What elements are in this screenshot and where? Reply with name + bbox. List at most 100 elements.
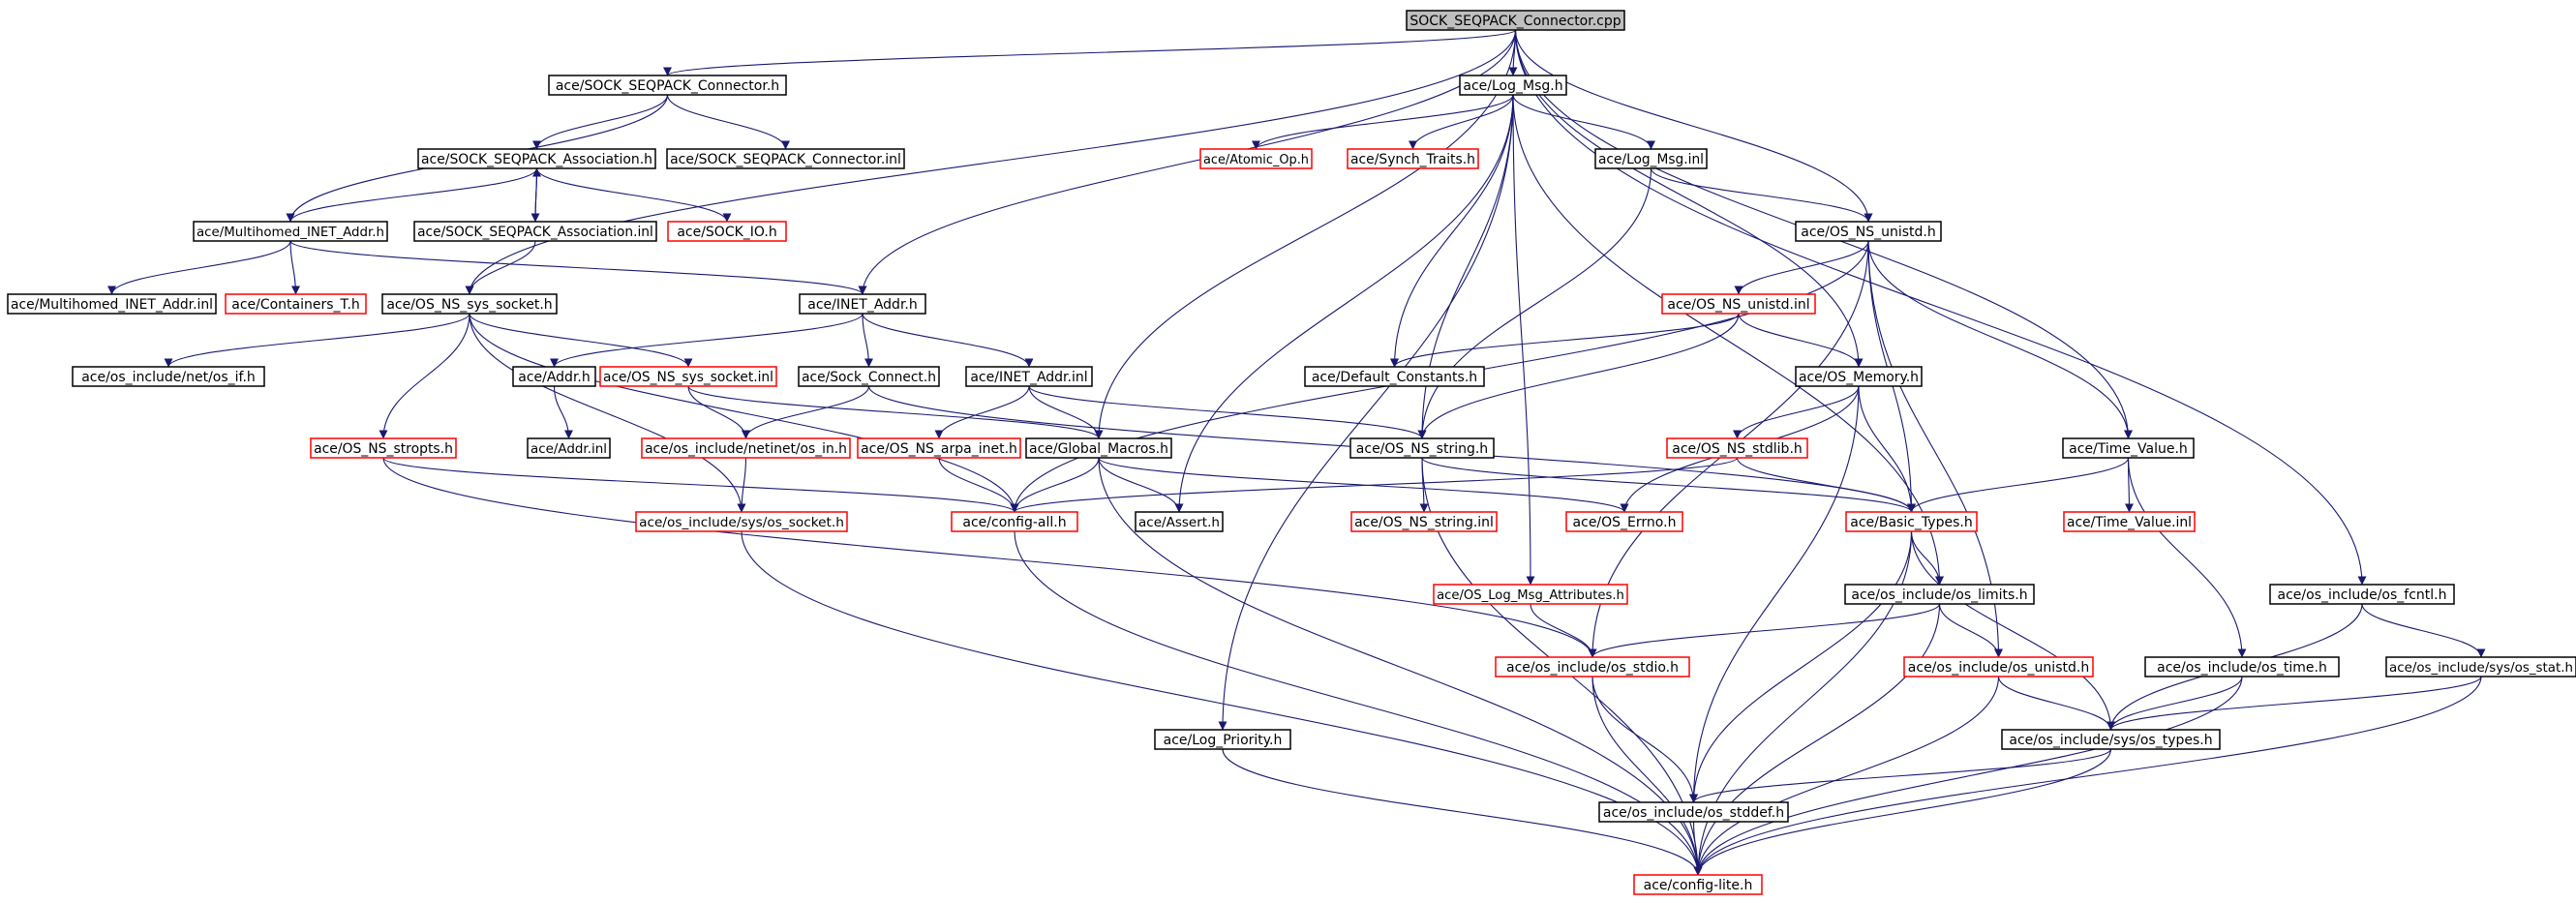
node-box: [1594, 148, 1708, 169]
node-os_stdio[interactable]: ace/os_include/os_stdio.h: [1495, 656, 1690, 677]
node-sock_assoc_h[interactable]: ace/SOCK_SEQPACK_Association.h: [417, 148, 656, 169]
node-os_socket[interactable]: ace/os_include/sys/os_socket.h: [635, 511, 848, 532]
node-sock_conn_h[interactable]: ace/SOCK_SEQPACK_Connector.h: [548, 75, 787, 96]
node-sock_conn_inl[interactable]: ace/SOCK_SEQPACK_Connector.inl: [666, 148, 905, 169]
node-inet_addr_h[interactable]: ace/INET_Addr.h: [799, 293, 926, 315]
node-os_ns_sys_socket_inl[interactable]: ace/OS_NS_sys_socket.inl: [599, 366, 777, 387]
node-label: ace/os_include/os_stddef.h: [1603, 805, 1784, 821]
edge-os_ns_stdlib-to-config_all: [1010, 457, 1739, 513]
node-box: [2062, 437, 2195, 459]
edge-os_ns_arpa_inet-to-config_all: [938, 457, 1019, 513]
node-box: [1795, 366, 1923, 387]
node-box: [1666, 437, 1808, 459]
node-box: [2144, 656, 2340, 677]
node-label: ace/OS_NS_unistd.inl: [1667, 297, 1809, 313]
edge-root-to-os_ns_unistd_h: [1514, 29, 1873, 223]
node-log_msg_h[interactable]: ace/Log_Msg.h: [1459, 75, 1567, 96]
node-time_value_h[interactable]: ace/Time_Value.h: [2062, 437, 2195, 459]
edge-os_ns_sys_socket_inl-to-global_macros: [687, 385, 1104, 439]
node-box: [2385, 656, 2576, 677]
node-log_priority[interactable]: ace/Log_Priority.h: [1154, 729, 1291, 750]
node-config_all[interactable]: ace/config-all.h: [951, 511, 1078, 532]
node-label: ace/SOCK_IO.h: [677, 225, 776, 240]
node-box: [417, 148, 656, 169]
edge-log_msg_h-to-assert_h: [1174, 94, 1514, 513]
node-os_ns_string_inl[interactable]: ace/OS_NS_string.inl: [1350, 511, 1498, 532]
edge-os_fcntl-to-os_stat: [2361, 603, 2486, 658]
node-box: [1199, 148, 1313, 169]
node-os_ns_stdlib[interactable]: ace/OS_NS_stdlib.h: [1666, 437, 1808, 459]
node-box: [951, 511, 1078, 532]
node-label: ace/OS_NS_stdlib.h: [1672, 441, 1803, 457]
node-os_log_msg_attr[interactable]: ace/OS_Log_Msg_Attributes.h: [1433, 584, 1628, 605]
node-os_stat[interactable]: ace/os_include/sys/os_stat.h: [2385, 656, 2576, 677]
node-os_ns_sys_socket_h[interactable]: ace/OS_NS_sys_socket.h: [381, 293, 558, 315]
node-containers_t[interactable]: ace/Containers_T.h: [225, 293, 367, 315]
node-basic_types[interactable]: ace/Basic_Types.h: [1845, 511, 1978, 532]
node-multi_inet_h[interactable]: ace/Multihomed_INET_Addr.h: [193, 221, 388, 242]
node-os_ns_unistd_h[interactable]: ace/OS_NS_unistd.h: [1795, 221, 1942, 242]
node-global_macros[interactable]: ace/Global_Macros.h: [1025, 437, 1172, 459]
node-os_limits[interactable]: ace/os_include/os_limits.h: [1844, 584, 2035, 605]
node-box: [1495, 656, 1690, 677]
node-box: [193, 221, 388, 242]
node-box: [1845, 511, 1978, 532]
node-sock_connect[interactable]: ace/Sock_Connect.h: [798, 366, 940, 387]
node-label: ace/OS_Log_Msg_Attributes.h: [1437, 588, 1624, 603]
node-addr_h[interactable]: ace/Addr.h: [512, 366, 596, 387]
node-label: ace/Log_Msg.h: [1463, 78, 1562, 94]
node-synch_traits[interactable]: ace/Synch_Traits.h: [1347, 148, 1479, 169]
node-assert_h[interactable]: ace/Assert.h: [1135, 511, 1224, 532]
node-config_lite[interactable]: ace/config-lite.h: [1633, 874, 1763, 895]
edge-os_ns_unistd_h-to-os_ns_unistd_inl: [1734, 240, 1869, 295]
node-default_constants[interactable]: ace/Default_Constants.h: [1304, 366, 1485, 387]
edge-os_ns_unistd_inl-to-os_ns_string_h: [1417, 313, 1740, 439]
node-label: ace/os_include/sys/os_types.h: [2009, 733, 2212, 748]
node-label: ace/os_include/net/os_if.h: [81, 370, 256, 385]
node-addr_inl[interactable]: ace/Addr.inl: [527, 437, 611, 459]
edge-os_time-to-config_lite: [1693, 676, 2243, 876]
node-multi_inet_inl[interactable]: ace/Multihomed_INET_Addr.inl: [7, 293, 217, 315]
edge-basic_types-to-os_limits: [1910, 530, 1944, 586]
node-os_ns_arpa_inet[interactable]: ace/OS_NS_arpa_inet.h: [857, 437, 1021, 459]
node-label: ace/OS_NS_unistd.h: [1801, 225, 1936, 240]
edge-basic_types-to-os_types: [1910, 530, 2115, 731]
node-box: [1154, 729, 1291, 750]
node-os_time[interactable]: ace/os_include/os_time.h: [2144, 656, 2340, 677]
node-os_stddef[interactable]: ace/os_include/os_stddef.h: [1598, 801, 1789, 823]
edge-inet_addr_h-to-inet_addr_inl: [862, 313, 1034, 368]
node-label: ace/Atomic_Op.h: [1203, 153, 1309, 167]
dependency-nodes: SOCK_SEQPACK_Connector.cppace/SOCK_SEQPA…: [7, 10, 2576, 895]
node-box: [1903, 656, 2094, 677]
node-label: ace/Assert.h: [1138, 515, 1220, 530]
node-os_if[interactable]: ace/os_include/net/os_if.h: [72, 366, 265, 387]
node-label: ace/os_include/os_unistd.h: [1908, 660, 2089, 676]
node-label: ace/Containers_T.h: [231, 297, 360, 313]
node-box: [1135, 511, 1224, 532]
node-log_msg_inl[interactable]: ace/Log_Msg.inl: [1594, 148, 1708, 169]
node-label: ace/os_include/sys/os_stat.h: [2389, 661, 2573, 676]
node-os_ns_stropts[interactable]: ace/OS_NS_stropts.h: [310, 437, 457, 459]
node-label: ace/os_include/sys/os_socket.h: [639, 515, 844, 530]
edge-global_macros-to-config_all: [1010, 457, 1100, 513]
node-os_errno[interactable]: ace/OS_Errno.h: [1565, 511, 1683, 532]
node-sock_io[interactable]: ace/SOCK_IO.h: [667, 221, 787, 242]
edge-sock_conn_h-to-sock_assoc_h: [532, 94, 669, 150]
node-os_memory[interactable]: ace/OS_Memory.h: [1795, 366, 1923, 387]
node-os_ns_string_h[interactable]: ace/OS_NS_string.h: [1349, 437, 1495, 459]
node-sock_assoc_inl[interactable]: ace/SOCK_SEQPACK_Association.inl: [413, 221, 657, 242]
node-os_types[interactable]: ace/os_include/sys/os_types.h: [2001, 729, 2221, 750]
node-time_value_inl[interactable]: ace/Time_Value.inl: [2063, 511, 2196, 532]
edge-os_stdio-to-os_stddef: [1591, 676, 1698, 803]
node-os_in[interactable]: ace/os_include/netinet/os_in.h: [641, 437, 851, 459]
edge-log_msg_h-to-os_limits: [1512, 94, 1944, 586]
edge-global_macros-to-config_lite: [1098, 457, 1703, 876]
node-inet_addr_inl[interactable]: ace/INET_Addr.inl: [965, 366, 1093, 387]
node-os_ns_unistd_inl[interactable]: ace/OS_NS_unistd.inl: [1661, 293, 1816, 315]
edge-os_memory-to-os_stddef: [1689, 385, 1860, 803]
node-os_unistd[interactable]: ace/os_include/os_unistd.h: [1903, 656, 2094, 677]
node-label: ace/os_include/os_limits.h: [1851, 587, 2027, 603]
node-os_fcntl[interactable]: ace/os_include/os_fcntl.h: [2269, 584, 2455, 605]
node-atomic_op[interactable]: ace/Atomic_Op.h: [1199, 148, 1313, 169]
